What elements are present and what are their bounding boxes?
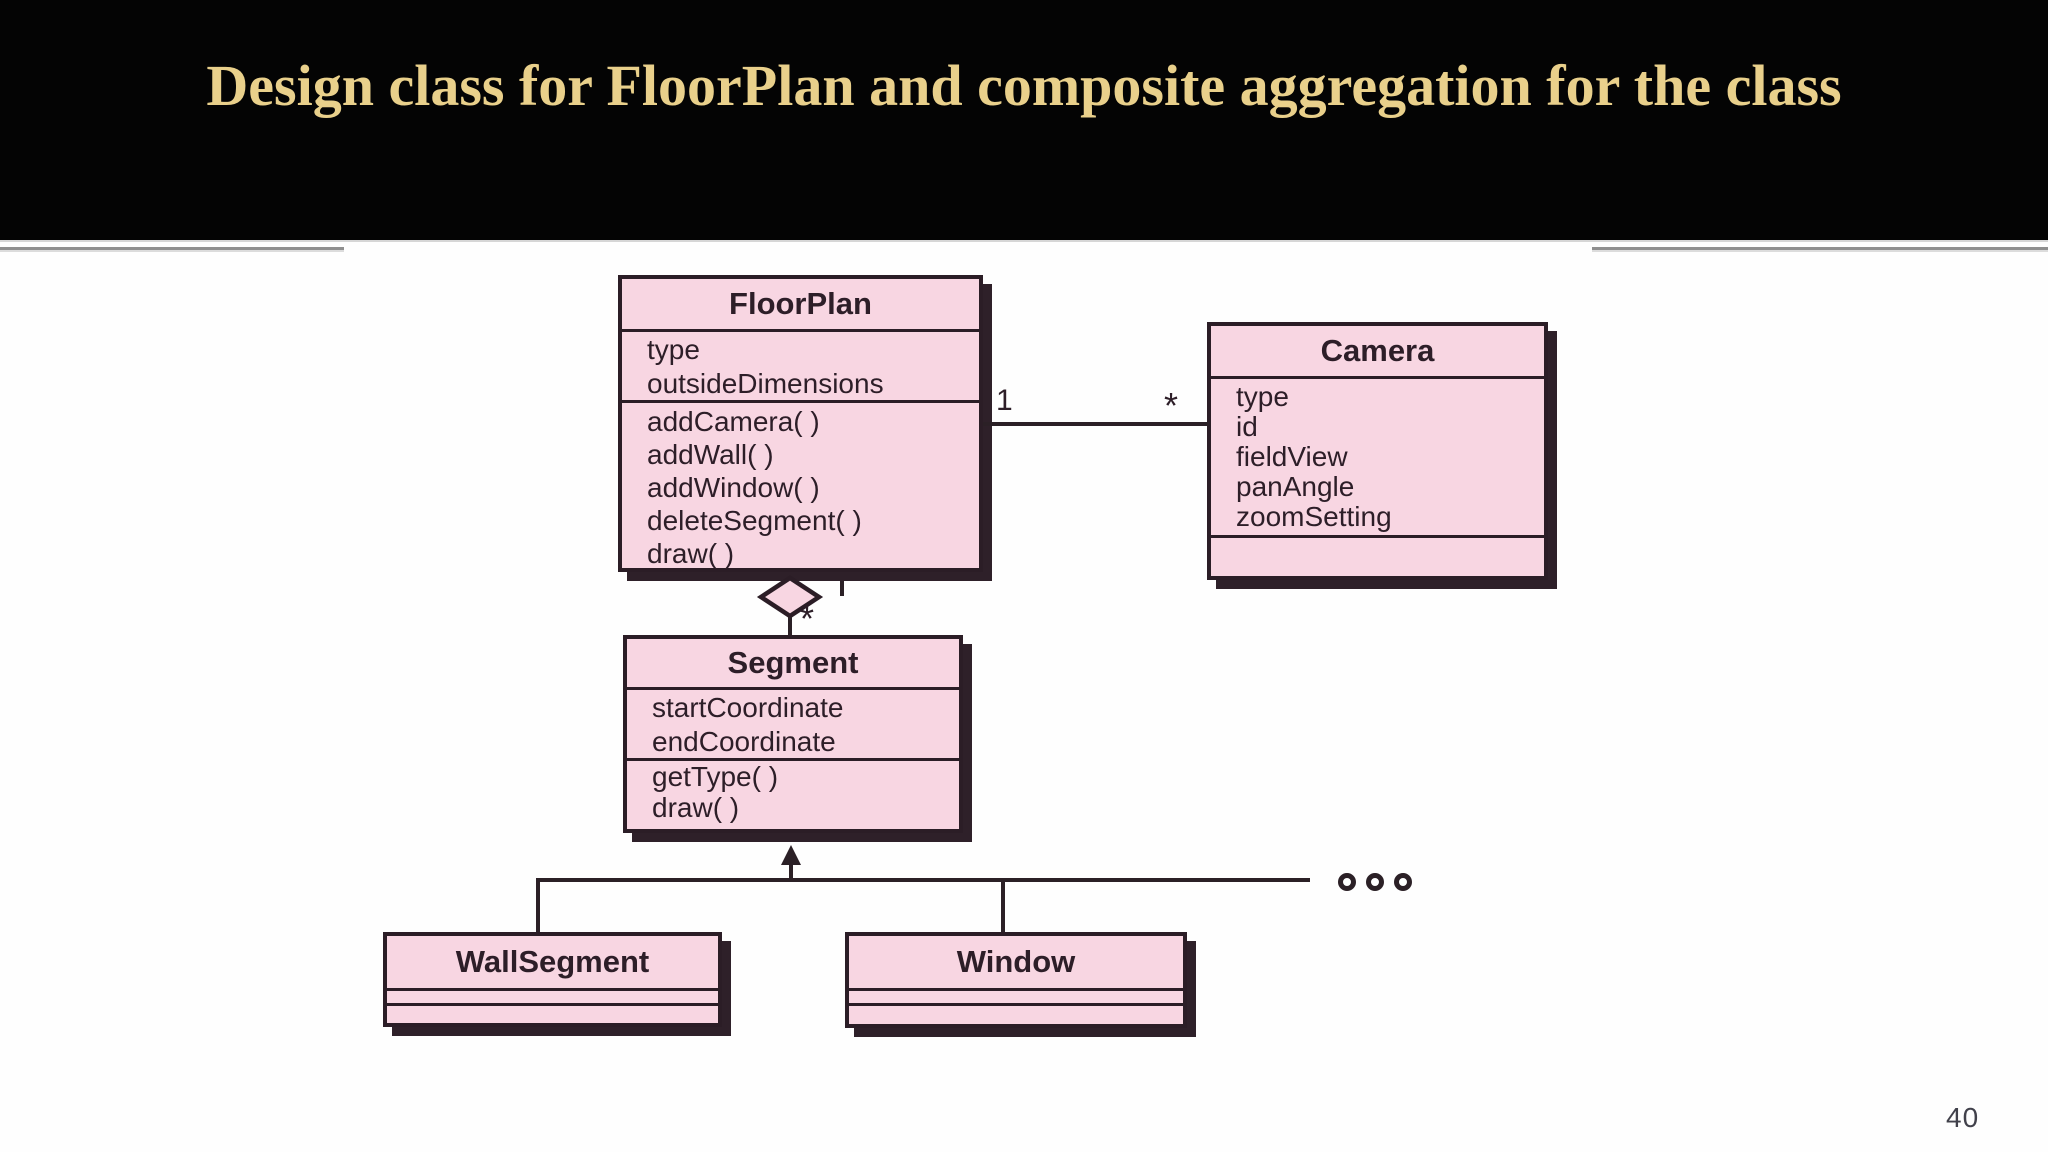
class-box-segment: Segment startCoordinate endCoordinate ge…	[623, 635, 963, 833]
attribute-item: zoomSetting	[1236, 501, 1392, 532]
multiplicity-label-1: 1	[996, 384, 1013, 417]
operation-item: draw( )	[652, 792, 740, 823]
page-number: 40	[1946, 1102, 1980, 1133]
attribute-item: fieldView	[1236, 441, 1348, 472]
operation-item: addCamera( )	[647, 406, 820, 437]
connector-drop-window	[1001, 878, 1005, 934]
generalization-arrow-icon	[781, 845, 801, 865]
divider-rule-right	[1592, 247, 2048, 252]
attributes-compartment-empty	[849, 991, 1183, 1006]
banner-bottom-edge	[0, 240, 2048, 242]
operations-compartment: addCamera( ) addWall( ) addWindow( ) del…	[622, 403, 979, 570]
attributes-compartment: type outsideDimensions	[622, 332, 979, 403]
attribute-item: endCoordinate	[652, 726, 836, 757]
association-line	[983, 422, 1209, 426]
class-title: FloorPlan	[622, 279, 979, 332]
connector-drop-wallsegment	[536, 878, 540, 934]
attribute-item: outsideDimensions	[647, 368, 884, 399]
aggregation-diamond-icon	[756, 575, 824, 619]
continuation-dot-icon	[1338, 873, 1356, 891]
attribute-item: panAngle	[1236, 471, 1355, 502]
slide-banner: Design class for FloorPlan and composite…	[0, 0, 2048, 240]
slide-title: Design class for FloorPlan and composite…	[206, 53, 1842, 118]
continuation-dot-icon	[1366, 873, 1384, 891]
operation-item: addWindow( )	[647, 472, 820, 503]
class-title: Window	[849, 936, 1183, 991]
multiplicity-label-star-camera: *	[1164, 385, 1179, 426]
class-box-floorplan: FloorPlan type outsideDimensions addCame…	[618, 275, 983, 572]
operations-compartment: getType( ) draw( )	[627, 761, 959, 823]
aggregation-stem-line	[788, 617, 792, 637]
class-box-wallsegment: WallSegment	[383, 932, 722, 1027]
aggregation-tick-mark	[840, 581, 844, 596]
divider-rule-left	[0, 247, 344, 252]
generalization-horizontal-line	[536, 878, 1310, 882]
attribute-item: type	[1236, 381, 1289, 412]
operation-item: addWall( )	[647, 439, 774, 470]
attributes-compartment: startCoordinate endCoordinate	[627, 690, 959, 761]
class-title: WallSegment	[387, 936, 718, 991]
operation-item: getType( )	[652, 761, 779, 792]
attribute-item: startCoordinate	[652, 692, 844, 723]
class-box-window: Window	[845, 932, 1187, 1028]
operation-item: deleteSegment( )	[647, 505, 862, 536]
continuation-dot-icon	[1394, 873, 1412, 891]
operation-item: draw( )	[647, 538, 735, 569]
class-title: Segment	[627, 639, 959, 690]
attributes-compartment: type id fieldView panAngle zoomSetting	[1211, 379, 1544, 538]
class-title: Camera	[1211, 326, 1544, 379]
attribute-item: id	[1236, 411, 1258, 442]
attributes-compartment-empty	[387, 991, 718, 1006]
attribute-item: type	[647, 334, 700, 365]
class-box-camera: Camera type id fieldView panAngle zoomSe…	[1207, 322, 1548, 580]
generalization-vertical-line	[789, 863, 793, 882]
multiplicity-label-star-segment: *	[800, 598, 815, 639]
